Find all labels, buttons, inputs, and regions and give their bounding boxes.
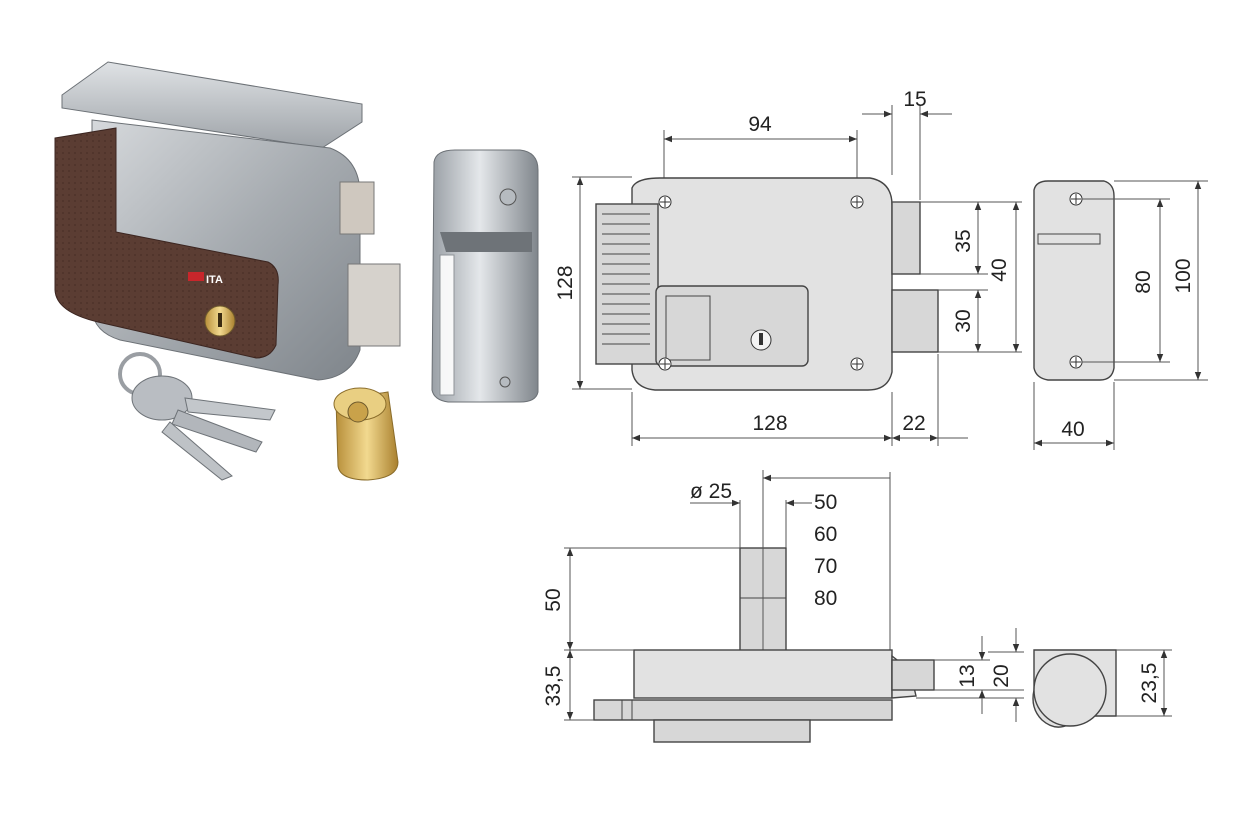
dim-width-128: 128 xyxy=(752,412,787,435)
lock-cover xyxy=(54,127,279,359)
screw-holes xyxy=(658,195,864,371)
dim-latch-35: 35 xyxy=(952,229,975,252)
dim-latch-20: 20 xyxy=(990,664,1013,687)
dim-keeper-23-5: 23,5 xyxy=(1138,663,1161,704)
brand-logo xyxy=(188,272,204,281)
side-view-drawing: 80 100 40 xyxy=(1033,180,1208,450)
keeper-photo xyxy=(431,149,539,403)
dim-cylinder-diameter: ø 25 xyxy=(690,480,732,503)
dim-latch-13: 13 xyxy=(956,664,979,687)
keys-photo xyxy=(118,352,276,481)
dim-holes-80: 80 xyxy=(1132,270,1155,293)
cylinder-photo xyxy=(333,387,399,481)
dim-bolt-30: 30 xyxy=(952,309,975,332)
dim-cylinder-length-4: 80 xyxy=(814,587,837,610)
dim-cylinder-length-1: 50 xyxy=(814,491,837,514)
ribs xyxy=(602,213,650,345)
dim-cylinder-length-3: 70 xyxy=(814,555,837,578)
dim-bolt-15: 15 xyxy=(903,88,926,111)
dim-cylinder-length-2: 60 xyxy=(814,523,837,546)
dim-width-94: 94 xyxy=(748,113,772,136)
dead-bolt xyxy=(347,263,401,347)
bottom-view-drawing: ø 25 50 60 70 80 50 33,5 13 20 xyxy=(542,470,1172,743)
dim-height-100: 100 xyxy=(1172,258,1195,293)
dim-depth-33-5: 33,5 xyxy=(542,666,565,707)
lock-photo: ITA xyxy=(54,61,401,381)
latch-bolt xyxy=(339,181,375,235)
dim-projection-50: 50 xyxy=(542,588,565,611)
dim-depth-40: 40 xyxy=(1061,418,1084,441)
dim-height-128: 128 xyxy=(554,265,577,300)
front-view-drawing: 94 15 128 xyxy=(554,88,1022,446)
dim-latch-40: 40 xyxy=(988,258,1011,281)
dim-bolt-22: 22 xyxy=(902,412,925,435)
brand-label: ITA xyxy=(206,274,223,286)
